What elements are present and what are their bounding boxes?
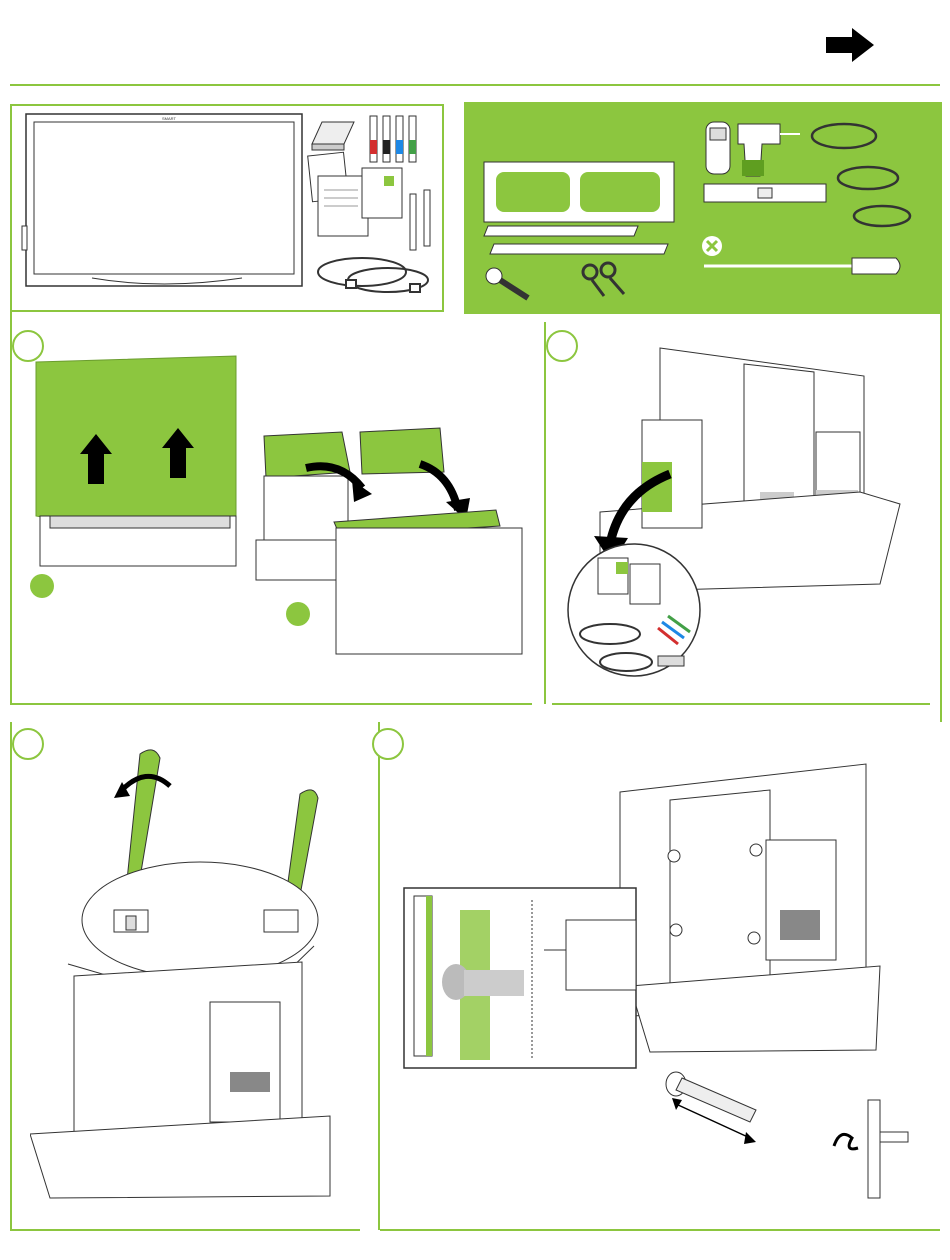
stylus-icon	[410, 190, 430, 250]
header-divider	[10, 84, 940, 86]
stud-finder-icon	[706, 122, 730, 174]
step3-bottom-border	[10, 1229, 360, 1231]
drill-icon	[738, 124, 800, 176]
eye-bolt-icon	[583, 263, 624, 296]
screwdriver-icon	[702, 236, 900, 274]
documents-icon	[308, 152, 402, 236]
step2-bottom-border	[552, 703, 930, 705]
cables-icon	[318, 258, 428, 292]
display-icon: SMART	[22, 114, 302, 286]
bolt-icon	[486, 268, 528, 298]
step1-left-border	[10, 312, 12, 704]
level-icon	[704, 184, 826, 202]
substep-b-dot	[286, 602, 310, 626]
step3-left-border	[10, 722, 12, 1230]
bolt-detail-inset-icon	[404, 888, 636, 1068]
pens-icon	[370, 116, 416, 162]
box-contents-illustration: SMART	[12, 106, 442, 310]
display-mount-icon	[620, 764, 880, 1052]
step2-left-border	[544, 322, 546, 704]
accessories-zoom-icon	[568, 544, 700, 676]
eraser-icon	[312, 122, 354, 150]
long-bolt-icon	[666, 1072, 756, 1144]
rails-icon	[484, 226, 668, 254]
right-arrow-icon	[826, 28, 874, 62]
box-base-icon	[40, 516, 236, 566]
wall-bracket-icon	[484, 162, 674, 222]
step4-left-border	[378, 722, 380, 1230]
step4-bottom-border	[380, 1229, 940, 1231]
step-1-illustration	[30, 350, 530, 670]
required-tools-illustration	[464, 102, 942, 314]
box-lid-icon	[36, 356, 236, 520]
right-border	[940, 312, 942, 722]
substep-a-dot	[30, 574, 54, 598]
next-page-button[interactable]	[826, 28, 874, 62]
step-3-illustration	[30, 740, 360, 1210]
tool-cables-icon	[812, 124, 910, 226]
tighten-bolt-icon	[834, 1100, 908, 1198]
required-tools-panel	[464, 102, 942, 314]
open-box-icon	[334, 510, 522, 654]
step-4-illustration	[400, 760, 940, 1220]
step-4-badge	[372, 728, 404, 760]
svg-text:SMART: SMART	[162, 116, 176, 121]
display-rear-icon	[30, 962, 330, 1198]
step1-bottom-border	[10, 703, 532, 705]
step-2-illustration	[560, 344, 938, 684]
box-contents-panel: SMART	[10, 104, 444, 312]
